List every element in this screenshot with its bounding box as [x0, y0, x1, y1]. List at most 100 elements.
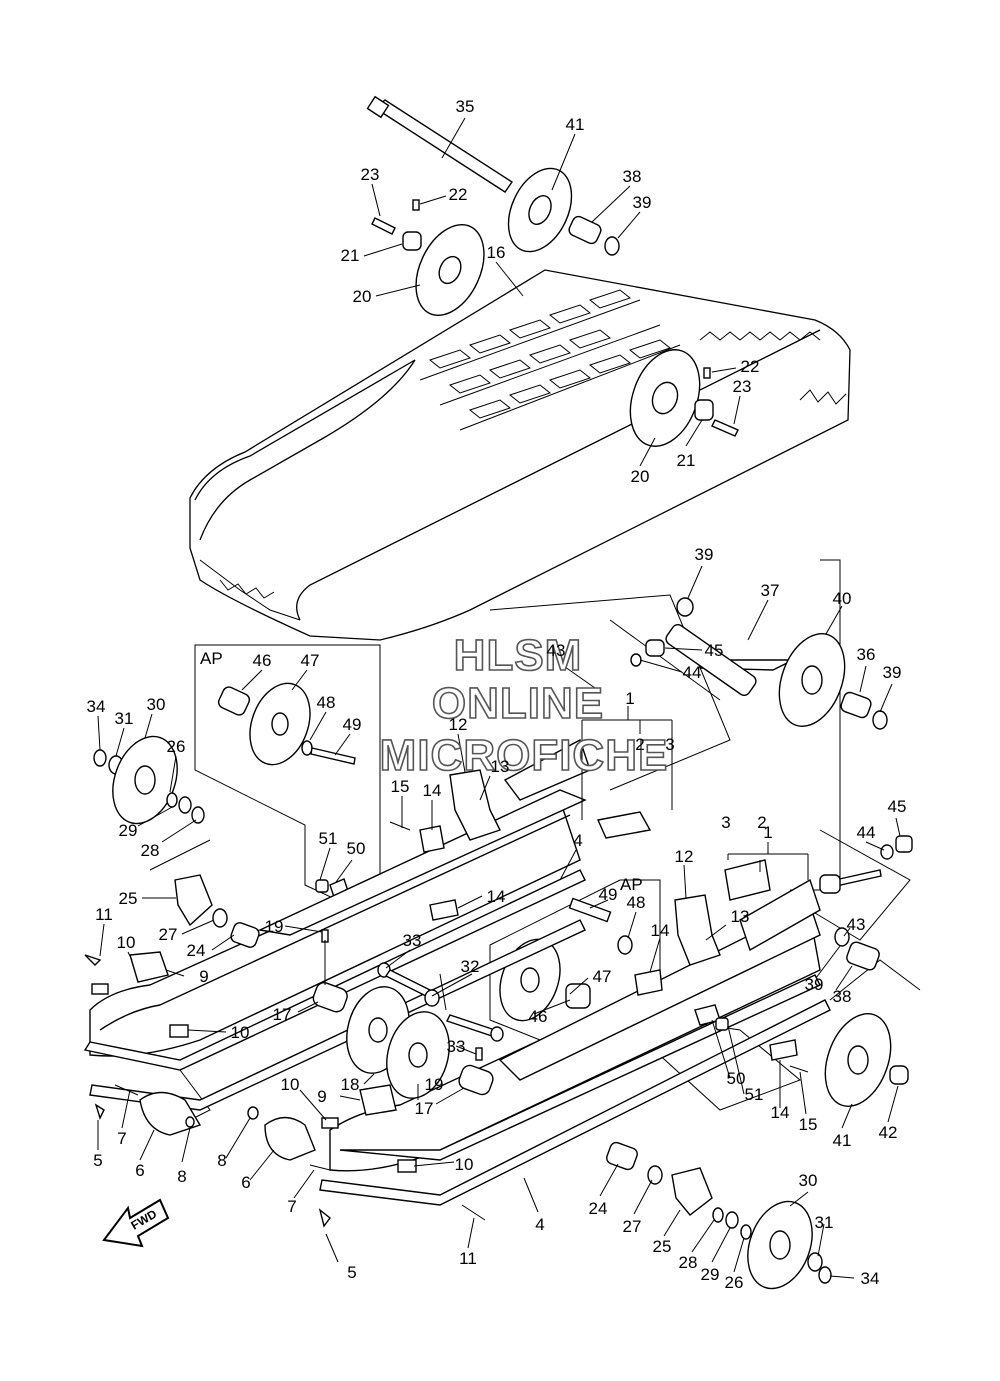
- watermark-line-2: ONLINE: [432, 679, 604, 728]
- callout: 32: [461, 957, 480, 976]
- callout: 13: [491, 757, 510, 776]
- callout: 8: [177, 1167, 186, 1186]
- callout: 12: [449, 715, 468, 734]
- ap-label-right: AP: [620, 875, 643, 894]
- callout: 46: [253, 651, 272, 670]
- callout: 7: [117, 1129, 126, 1148]
- callout: 6: [241, 1173, 250, 1192]
- parts: [84, 597, 913, 1290]
- callout: 45: [705, 641, 724, 660]
- rear-axle-assembly: [366, 95, 739, 447]
- callout: 10: [281, 1075, 300, 1094]
- watermark: HLSM ONLINE MICROFICHE: [379, 630, 669, 781]
- callout: 27: [623, 1217, 642, 1236]
- callout: 48: [627, 893, 646, 912]
- callout: 9: [317, 1087, 326, 1106]
- callout: 24: [187, 941, 206, 960]
- callout: 15: [391, 777, 410, 796]
- callout: 20: [631, 467, 650, 486]
- callout: 17: [273, 1005, 292, 1024]
- callout: 49: [599, 885, 618, 904]
- callout: 5: [93, 1151, 102, 1170]
- callout: 14: [487, 887, 506, 906]
- callout: 1: [763, 823, 772, 842]
- callout: 38: [833, 987, 852, 1006]
- callout: 4: [573, 831, 582, 850]
- callout: 35: [456, 97, 475, 116]
- callout: 28: [679, 1253, 698, 1272]
- ap-box-left: [194, 644, 381, 921]
- callout: 8: [217, 1151, 226, 1170]
- callout: 22: [741, 357, 760, 376]
- ap-label-left: AP: [200, 649, 223, 668]
- slide-rail-left: [83, 738, 591, 1111]
- callout: 4: [535, 1215, 544, 1234]
- callout: 43: [547, 641, 566, 660]
- callout: 20: [353, 287, 372, 306]
- callout: 41: [833, 1131, 852, 1150]
- callout: 7: [287, 1197, 296, 1216]
- callout: 51: [745, 1085, 764, 1104]
- callout: 11: [95, 905, 113, 924]
- callout: 26: [725, 1273, 744, 1292]
- callout: 44: [683, 663, 702, 682]
- callout: 29: [701, 1265, 720, 1284]
- callout: 49: [343, 715, 362, 734]
- callout: 3: [665, 735, 674, 754]
- callout: 47: [593, 967, 612, 986]
- part-callouts: 35 41 38 39 23 22 21 16 20 22 23 21 20 3…: [87, 97, 907, 1292]
- callout: 51: [319, 829, 338, 848]
- callout: 10: [117, 933, 136, 952]
- callout: 30: [147, 695, 166, 714]
- callout: 34: [87, 697, 106, 716]
- callout: 10: [455, 1155, 474, 1174]
- callout: 21: [341, 246, 360, 265]
- callout: 26: [167, 737, 186, 756]
- callout: 5: [347, 1263, 356, 1282]
- callout: 2: [757, 813, 766, 832]
- callout: 44: [857, 823, 876, 842]
- callout: 31: [115, 709, 134, 728]
- callout: 46: [529, 1007, 548, 1026]
- callout: 16: [487, 243, 506, 262]
- callout: 21: [677, 451, 696, 470]
- callout: 38: [623, 167, 642, 186]
- callout: 13: [731, 907, 750, 926]
- assembly-outlines: [149, 559, 921, 1121]
- callout: 45: [888, 797, 907, 816]
- callout: 39: [883, 663, 902, 682]
- callout: 25: [653, 1237, 672, 1256]
- callout: 28: [141, 841, 160, 860]
- callout: 34: [861, 1269, 880, 1288]
- callout: 39: [805, 975, 824, 994]
- callout: 19: [425, 1075, 444, 1094]
- callout: 41: [566, 115, 585, 134]
- callout: 12: [675, 847, 694, 866]
- callout: 22: [449, 185, 468, 204]
- callout: 37: [761, 581, 780, 600]
- callout: 33: [403, 931, 422, 950]
- leader-lines: [97, 117, 901, 1279]
- callout: 14: [651, 921, 670, 940]
- callout: 25: [119, 889, 138, 908]
- callout: 40: [833, 589, 852, 608]
- callout: 2: [635, 735, 644, 754]
- watermark-line-3: MICROFICHE: [380, 731, 669, 780]
- callout: 23: [361, 165, 380, 184]
- callout: 14: [771, 1103, 790, 1122]
- callout: 27: [159, 925, 178, 944]
- callout: 47: [301, 651, 320, 670]
- callout: 31: [815, 1213, 834, 1232]
- callout: 11: [459, 1249, 477, 1268]
- callout: 9: [199, 967, 208, 986]
- callout: 19: [265, 917, 284, 936]
- callout: 43: [847, 915, 866, 934]
- callout: 39: [695, 545, 714, 564]
- track-belt: [189, 269, 851, 641]
- callout: 14: [423, 781, 442, 800]
- callout: 18: [341, 1075, 360, 1094]
- callout: 30: [799, 1171, 818, 1190]
- callout: 23: [733, 377, 752, 396]
- callout: 29: [119, 821, 138, 840]
